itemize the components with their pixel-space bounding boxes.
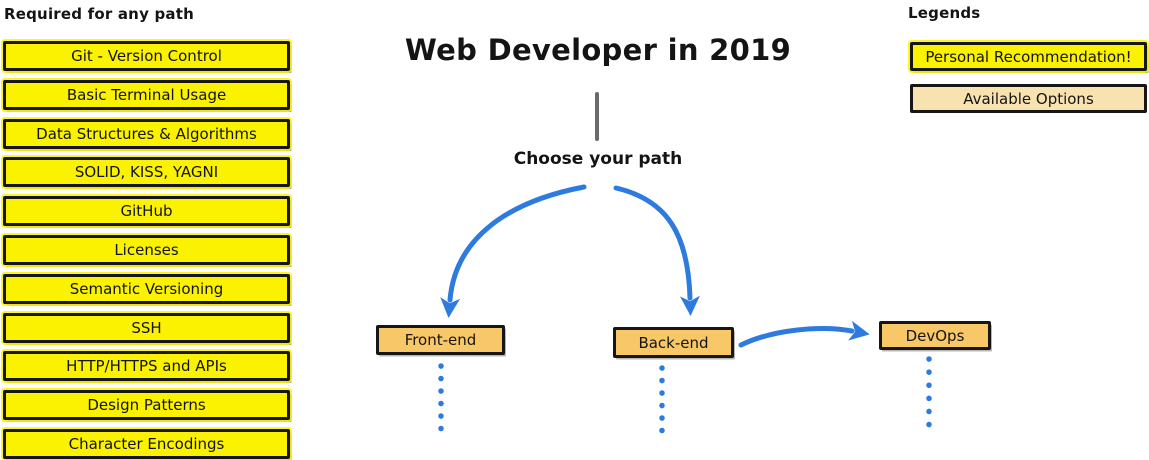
required-item: Design Patterns	[3, 390, 290, 421]
required-item: Basic Terminal Usage	[3, 79, 290, 110]
required-item: SSH	[3, 312, 290, 343]
required-item: GitHub	[3, 196, 290, 227]
path-box-frontend: Front-end	[376, 325, 505, 355]
required-list: Git - Version Control Basic Terminal Usa…	[3, 41, 290, 459]
page-title: Web Developer in 2019	[404, 33, 792, 67]
choose-path-label: Choose your path	[513, 149, 683, 169]
required-item: Licenses	[3, 234, 290, 265]
legends-section-header: Legends	[908, 4, 981, 22]
arrow-to-frontend	[440, 184, 587, 318]
required-item: Semantic Versioning	[3, 273, 290, 304]
path-box-devops: DevOps	[879, 321, 991, 350]
required-section-header: Required for any path	[4, 5, 194, 23]
connector-line	[595, 92, 599, 141]
arrow-backend-to-devops	[738, 320, 870, 348]
required-item: HTTP/HTTPS and APIs	[3, 351, 290, 382]
legend-item: Available Options	[910, 84, 1147, 113]
path-box-backend: Back-end	[613, 327, 734, 358]
required-item: Data Structures & Algorithms	[3, 118, 290, 149]
legend-list: Personal Recommendation! Available Optio…	[910, 42, 1147, 113]
required-item: Character Encodings	[3, 428, 290, 459]
legend-item: Personal Recommendation!	[910, 42, 1147, 71]
arrow-to-backend	[613, 185, 700, 316]
required-item: SOLID, KISS, YAGNI	[3, 157, 290, 188]
required-item: Git - Version Control	[3, 41, 290, 71]
